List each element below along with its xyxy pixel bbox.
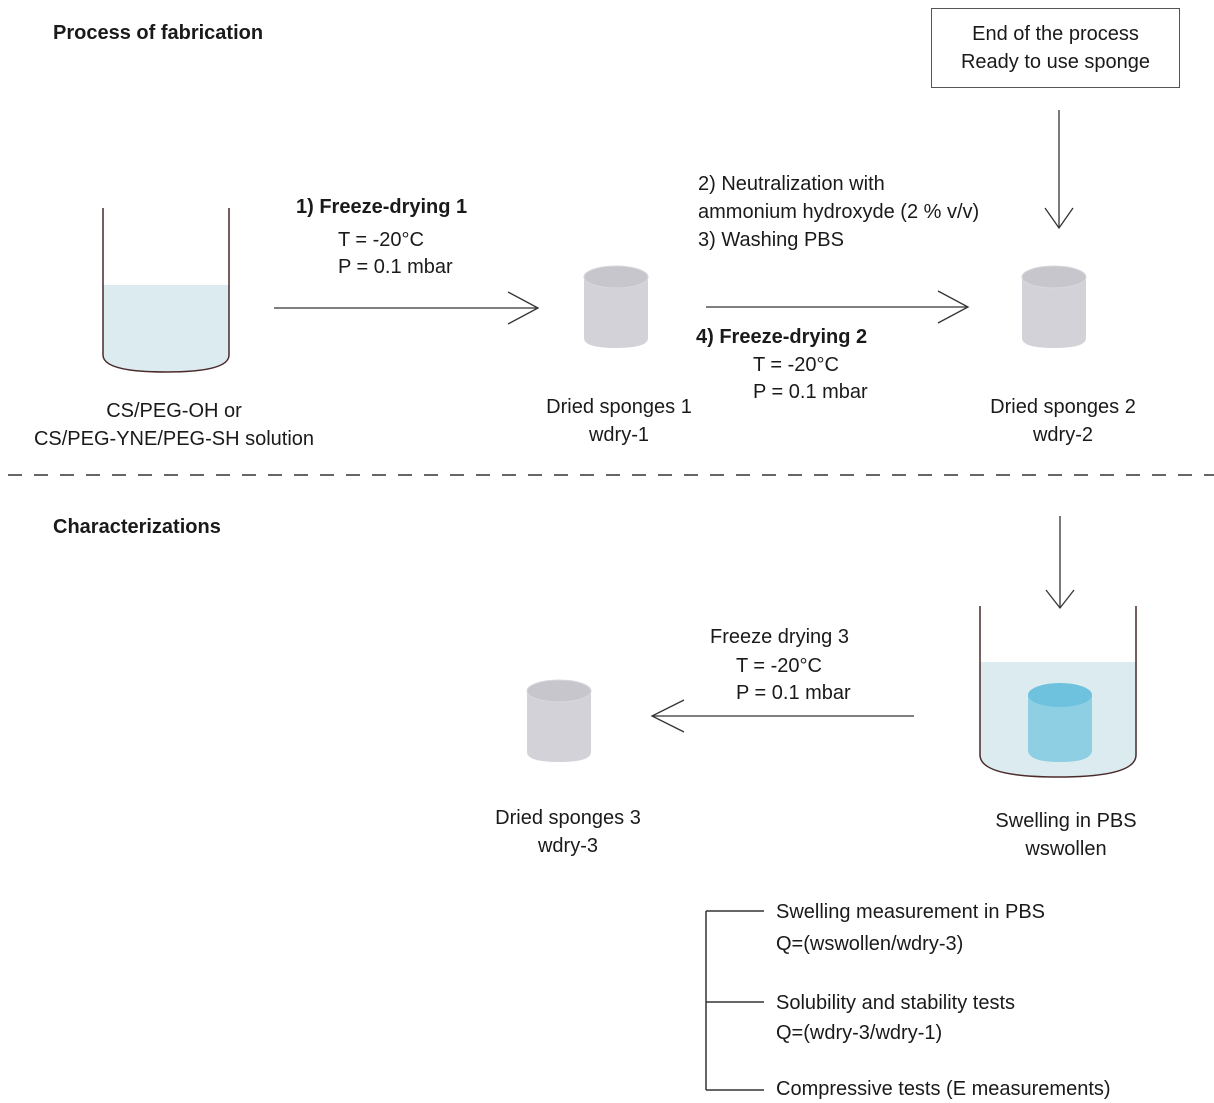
step4-pressure: P = 0.1 mbar bbox=[753, 381, 868, 403]
sponge2-label-line1: Dried sponges 2 bbox=[990, 396, 1136, 418]
step4-title: 4) Freeze-drying 2 bbox=[696, 326, 868, 348]
dried-sponge-2 bbox=[1021, 265, 1087, 348]
solution-label-line1: CS/PEG-OH or bbox=[106, 400, 242, 422]
sponge1-label-line2: wdry-1 bbox=[588, 424, 649, 446]
test-swelling-title: Swelling measurement in PBS bbox=[776, 901, 1046, 923]
sponge2-label: Dried sponges 2 wdry-2 bbox=[990, 393, 1136, 449]
step2-line1: 2) Neutralization with bbox=[698, 173, 885, 195]
arrow-neutralization bbox=[706, 290, 970, 324]
step3-line: 3) Washing PBS bbox=[698, 229, 844, 251]
solution-beaker bbox=[102, 208, 230, 373]
dried-sponge-3 bbox=[526, 679, 592, 762]
heading-characterizations: Characterizations bbox=[53, 516, 221, 538]
step1-title: 1) Freeze-drying 1 bbox=[296, 196, 468, 218]
dried-sponge-1 bbox=[583, 265, 649, 348]
arrow-to-end bbox=[1044, 110, 1074, 230]
step4-temp: T = -20°C bbox=[753, 354, 839, 376]
swelling-beaker bbox=[979, 606, 1137, 778]
tests-bracket bbox=[705, 910, 764, 1091]
solution-label-line2: CS/PEG-YNE/PEG-SH solution bbox=[33, 428, 315, 450]
sponge3-label-line1: Dried sponges 3 bbox=[495, 807, 641, 829]
solution-liquid bbox=[103, 285, 229, 372]
end-of-process-box: End of the process Ready to use sponge bbox=[931, 8, 1180, 88]
swelling-label-line2: wswollen bbox=[1025, 838, 1107, 860]
beaker-outline bbox=[102, 208, 230, 373]
test-solubility-title: Solubility and stability tests bbox=[776, 992, 1016, 1014]
sponge1-label: Dried sponges 1 wdry-1 bbox=[546, 393, 692, 449]
fd3-pressure: P = 0.1 mbar bbox=[736, 682, 851, 704]
arrow-freeze-drying-3 bbox=[650, 699, 914, 733]
test-compressive-title: Compressive tests (E measurements) bbox=[776, 1078, 1111, 1100]
step1-pressure: P = 0.1 mbar bbox=[338, 256, 453, 278]
swelling-label: Swelling in PBS wswollen bbox=[995, 807, 1136, 863]
solution-label: CS/PEG-OH or CS/PEG-YNE/PEG-SH solution bbox=[34, 397, 314, 453]
step2-line2: ammonium hydroxyde (2 % v/v) bbox=[698, 201, 980, 223]
end-box-line1: End of the process bbox=[972, 23, 1139, 45]
beaker-outline-2 bbox=[979, 606, 1137, 778]
fd3-temp: T = -20°C bbox=[736, 655, 822, 677]
test-swelling-formula: Q=(wswollen/wdry-3) bbox=[776, 933, 964, 955]
sponge2-label-line2: wdry-2 bbox=[1032, 424, 1093, 446]
test-solubility-formula: Q=(wdry-3/wdry-1) bbox=[776, 1022, 943, 1044]
heading-fabrication: Process of fabrication bbox=[53, 22, 264, 44]
swelling-label-line1: Swelling in PBS bbox=[995, 810, 1137, 832]
swollen-sponge bbox=[1028, 683, 1092, 762]
end-box-line2: Ready to use sponge bbox=[960, 51, 1151, 73]
sponge3-label: Dried sponges 3 wdry-3 bbox=[495, 804, 641, 860]
sponge3-label-line2: wdry-3 bbox=[537, 835, 598, 857]
arrow-to-swelling bbox=[1045, 516, 1075, 610]
sponge1-label-line1: Dried sponges 1 bbox=[546, 396, 692, 418]
fd3-title: Freeze drying 3 bbox=[710, 626, 849, 648]
arrow-freeze-drying-1 bbox=[274, 291, 540, 325]
step1-temp: T = -20°C bbox=[338, 229, 424, 251]
